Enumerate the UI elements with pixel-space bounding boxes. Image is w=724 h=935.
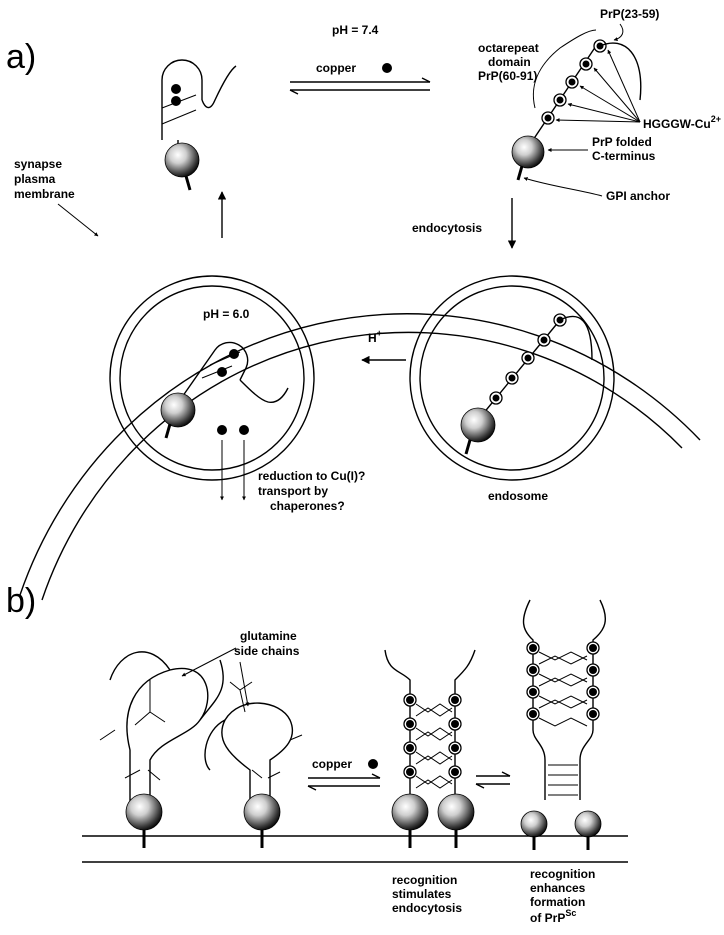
octarepeat-label-3: PrP(60-91) <box>478 69 537 83</box>
gpi-anchor-label: GPI anchor <box>606 189 670 203</box>
ph-inner-label: pH = 6.0 <box>203 307 250 321</box>
endosome-label: endosome <box>488 489 548 503</box>
prp-folded-label-1: PrP folded <box>592 135 652 149</box>
copper-label-a: copper <box>316 61 356 75</box>
synapse-label-2: plasma <box>14 172 56 186</box>
synapse-label-1: synapse <box>14 157 62 171</box>
copper-ion-icon-b <box>368 759 378 769</box>
endocytosis-label: endocytosis <box>412 221 482 235</box>
reduction-label-3: chaperones? <box>270 499 345 513</box>
glutamine-label-1: glutamine <box>240 629 297 643</box>
octarepeat-label-2: domain <box>488 55 531 69</box>
ph-top-label: pH = 7.4 <box>332 23 379 37</box>
recognition2-label-3: formation <box>530 895 585 909</box>
reduction-label-2: transport by <box>258 484 328 498</box>
reduction-label-1: reduction to Cu(I)? <box>258 469 365 483</box>
proton-label: H+ <box>368 328 382 345</box>
recognition2-label-2: enhances <box>530 881 586 895</box>
copper-bound-dimer <box>384 649 476 848</box>
panel-b-label: b) <box>6 582 36 620</box>
prp-23-59-label: PrP(23-59) <box>600 7 659 21</box>
octarepeat-label-1: octarepeat <box>478 41 539 55</box>
prpsc-forming-dimer <box>520 599 607 850</box>
recognition2-label-1: recognition <box>530 867 595 881</box>
endosome <box>409 275 615 481</box>
copper-equilibrium-arrows <box>289 77 431 95</box>
hgggw-label: HGGGW-Cu2+ <box>643 114 721 131</box>
recognition1-label-1: recognition <box>392 873 457 887</box>
recognition1-label-2: stimulates <box>392 887 452 901</box>
octarepeat-bracket <box>533 29 597 109</box>
copper-ion-icon <box>382 63 392 73</box>
prp-monomer-1 <box>99 651 224 848</box>
synapse-membrane <box>19 313 701 601</box>
panel-a-label: a) <box>6 38 36 76</box>
dimer-equilibrium-arrows <box>475 771 511 789</box>
copper-equilibrium-arrows-b <box>307 773 381 791</box>
prp-monomer-2 <box>204 681 303 848</box>
prp-octarepeat-surface <box>511 39 642 181</box>
hgggw-arrows <box>555 49 641 123</box>
prp-folded-label-2: C-terminus <box>592 149 656 163</box>
glutamine-label-2: side chains <box>234 644 300 658</box>
synapse-label-3: membrane <box>14 187 75 201</box>
recognition1-label-3: endocytosis <box>392 901 462 915</box>
recognition2-label-4: of PrPSc <box>530 908 576 925</box>
acidified-vesicle <box>109 275 315 501</box>
copper-label-b: copper <box>312 757 352 771</box>
prp-copper-bound-surface <box>161 59 237 191</box>
